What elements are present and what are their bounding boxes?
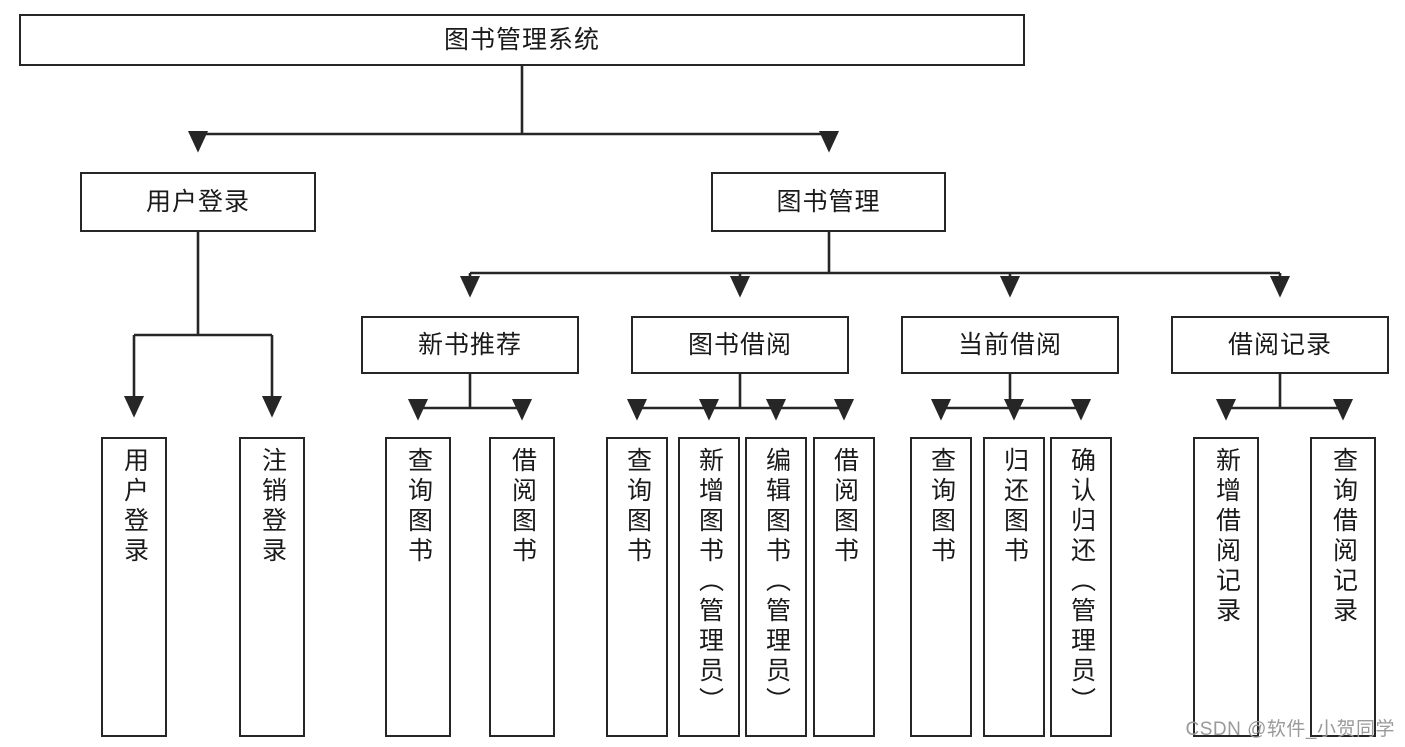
node-label: 图书管理系统 [443, 26, 600, 54]
leaf-query-book-current[interactable]: 查询图书 [910, 437, 972, 737]
node-book-borrow[interactable]: 图书借阅 [631, 316, 849, 374]
node-label: 查询借阅记录 [1329, 447, 1358, 627]
node-label: 图书管理 [776, 188, 881, 216]
leaf-edit-book-admin[interactable]: 编辑图书（管理员） [745, 437, 807, 737]
node-label: 注销登录 [258, 447, 287, 567]
leaf-confirm-return-admin[interactable]: 确认归还（管理员） [1050, 437, 1112, 737]
node-label: 查询图书 [623, 447, 652, 567]
node-label: 新书推荐 [417, 331, 522, 359]
node-current-borrow[interactable]: 当前借阅 [901, 316, 1119, 374]
node-label: 借阅记录 [1227, 331, 1332, 359]
node-label: 确认归还（管理员） [1067, 447, 1096, 717]
node-root-system[interactable]: 图书管理系统 [19, 14, 1025, 66]
node-label: 用户登录 [145, 188, 250, 216]
watermark: CSDN @软件_小贺同学 [1185, 719, 1395, 740]
leaf-query-borrow-record[interactable]: 查询借阅记录 [1310, 437, 1376, 737]
node-label: 编辑图书（管理员） [762, 447, 791, 717]
node-label: 图书借阅 [687, 331, 792, 359]
node-label: 查询图书 [927, 447, 956, 567]
node-label: 用户登录 [120, 447, 149, 567]
leaf-user-login[interactable]: 用户登录 [101, 437, 167, 737]
node-label: 借阅图书 [830, 447, 859, 567]
node-book-management[interactable]: 图书管理 [711, 172, 946, 232]
node-label: 归还图书 [1000, 447, 1029, 567]
node-user-login[interactable]: 用户登录 [80, 172, 316, 232]
node-borrow-record[interactable]: 借阅记录 [1171, 316, 1389, 374]
leaf-query-book-borrow[interactable]: 查询图书 [606, 437, 668, 737]
leaf-add-book-admin[interactable]: 新增图书（管理员） [678, 437, 740, 737]
leaf-borrow-book[interactable]: 借阅图书 [813, 437, 875, 737]
leaf-query-book-new[interactable]: 查询图书 [385, 437, 451, 737]
leaf-return-book[interactable]: 归还图书 [983, 437, 1045, 737]
leaf-add-borrow-record[interactable]: 新增借阅记录 [1193, 437, 1259, 737]
node-label: 当前借阅 [957, 331, 1062, 359]
node-label: 新增图书（管理员） [695, 447, 724, 717]
node-label: 借阅图书 [508, 447, 537, 567]
leaf-borrow-book-new[interactable]: 借阅图书 [489, 437, 555, 737]
node-label: 新增借阅记录 [1212, 447, 1241, 627]
leaf-logout[interactable]: 注销登录 [239, 437, 305, 737]
node-new-book-recommend[interactable]: 新书推荐 [361, 316, 579, 374]
node-label: 查询图书 [404, 447, 433, 567]
